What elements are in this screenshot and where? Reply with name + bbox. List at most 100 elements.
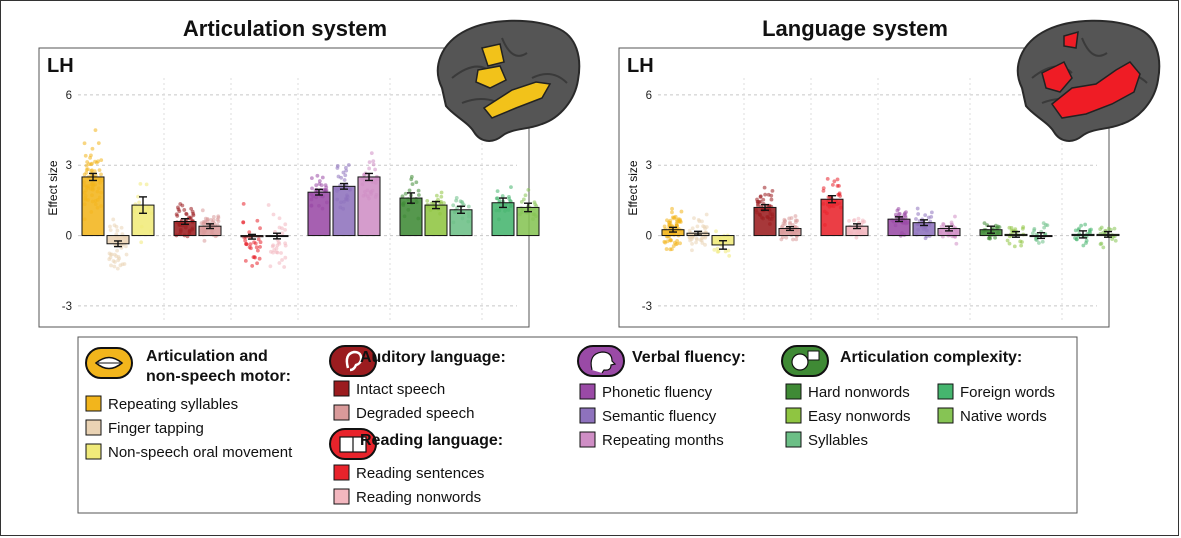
legend-swatch bbox=[785, 407, 802, 424]
data-point bbox=[253, 255, 257, 260]
legend-label: Hard nonwords bbox=[808, 384, 910, 401]
data-point bbox=[519, 199, 524, 204]
bar bbox=[307, 191, 331, 237]
data-point bbox=[726, 248, 731, 253]
data-point bbox=[114, 224, 119, 229]
data-point bbox=[788, 220, 792, 225]
data-point bbox=[283, 241, 288, 246]
legend-heading: non-speech motor: bbox=[146, 368, 291, 385]
data-point bbox=[243, 258, 248, 263]
data-point bbox=[904, 210, 908, 215]
data-point bbox=[407, 188, 412, 193]
data-point bbox=[1073, 228, 1078, 233]
data-point bbox=[335, 164, 340, 168]
data-point bbox=[416, 188, 421, 193]
head-speaking-icon bbox=[577, 345, 625, 377]
data-point bbox=[255, 218, 260, 223]
data-point bbox=[409, 174, 414, 179]
data-point bbox=[362, 172, 366, 177]
data-point bbox=[342, 178, 347, 182]
y-tick-label: 0 bbox=[66, 231, 72, 243]
data-point bbox=[690, 248, 694, 253]
data-point bbox=[782, 217, 787, 222]
data-point bbox=[690, 226, 695, 231]
y-axis-label: Effect size bbox=[626, 160, 640, 215]
data-point bbox=[109, 263, 113, 268]
data-point bbox=[344, 168, 349, 173]
data-point bbox=[494, 196, 499, 201]
legend-swatch bbox=[333, 404, 350, 421]
data-point bbox=[664, 247, 669, 251]
legend-label: Repeating months bbox=[602, 432, 724, 449]
brain-icon bbox=[1017, 19, 1161, 142]
data-point bbox=[88, 155, 93, 160]
legend-swatch bbox=[579, 383, 596, 400]
data-point bbox=[99, 158, 104, 162]
y-tick-label: -3 bbox=[62, 301, 72, 313]
data-point bbox=[832, 179, 837, 184]
data-point bbox=[190, 209, 195, 214]
data-point bbox=[89, 162, 93, 167]
data-point bbox=[758, 194, 763, 199]
data-point bbox=[439, 190, 444, 195]
legend-swatch bbox=[333, 488, 350, 505]
data-point bbox=[665, 239, 670, 244]
data-point bbox=[319, 183, 324, 188]
data-point bbox=[454, 195, 459, 200]
data-point bbox=[403, 191, 408, 196]
data-point bbox=[309, 176, 314, 181]
brain-icon bbox=[437, 19, 581, 142]
data-point bbox=[341, 170, 346, 175]
bar bbox=[820, 198, 844, 237]
data-point bbox=[283, 222, 288, 227]
data-point bbox=[367, 166, 372, 171]
data-point bbox=[665, 218, 669, 223]
data-point bbox=[1099, 225, 1104, 230]
data-point bbox=[668, 237, 673, 242]
data-point bbox=[429, 201, 434, 206]
data-point bbox=[144, 182, 149, 187]
data-point bbox=[255, 248, 260, 253]
data-point bbox=[1032, 226, 1037, 231]
data-point bbox=[1106, 226, 1111, 231]
legend-label: Native words bbox=[960, 408, 1047, 425]
data-point bbox=[1099, 241, 1104, 246]
data-point bbox=[93, 128, 98, 133]
data-point bbox=[1012, 244, 1017, 249]
data-point bbox=[191, 213, 196, 218]
legend-swatch bbox=[785, 431, 802, 448]
data-point bbox=[425, 199, 430, 203]
legend-swatch bbox=[333, 380, 350, 397]
data-point bbox=[277, 216, 282, 221]
data-point bbox=[118, 263, 123, 268]
data-point bbox=[255, 261, 259, 266]
data-point bbox=[139, 240, 144, 245]
data-point bbox=[119, 225, 124, 230]
data-point bbox=[367, 160, 372, 165]
data-point bbox=[1019, 243, 1024, 248]
data-point bbox=[371, 162, 376, 167]
data-point bbox=[369, 151, 374, 156]
data-point bbox=[694, 240, 698, 245]
data-point bbox=[835, 177, 840, 182]
data-point bbox=[762, 185, 767, 190]
data-point bbox=[761, 197, 766, 202]
y-axis-label: Effect size bbox=[46, 160, 60, 215]
data-point bbox=[274, 250, 279, 254]
legend-swatch bbox=[785, 383, 802, 400]
data-point bbox=[136, 194, 140, 199]
data-point bbox=[86, 167, 90, 172]
data-point bbox=[112, 252, 117, 257]
data-point bbox=[712, 247, 717, 252]
y-tick-label: 6 bbox=[646, 90, 652, 102]
data-point bbox=[856, 216, 861, 221]
data-point bbox=[111, 217, 116, 222]
data-point bbox=[715, 249, 720, 254]
data-point bbox=[439, 194, 444, 199]
legend-label: Easy nonwords bbox=[808, 408, 911, 425]
data-point bbox=[830, 182, 835, 187]
data-point bbox=[526, 187, 531, 192]
data-point bbox=[941, 222, 946, 226]
data-point bbox=[336, 174, 341, 179]
